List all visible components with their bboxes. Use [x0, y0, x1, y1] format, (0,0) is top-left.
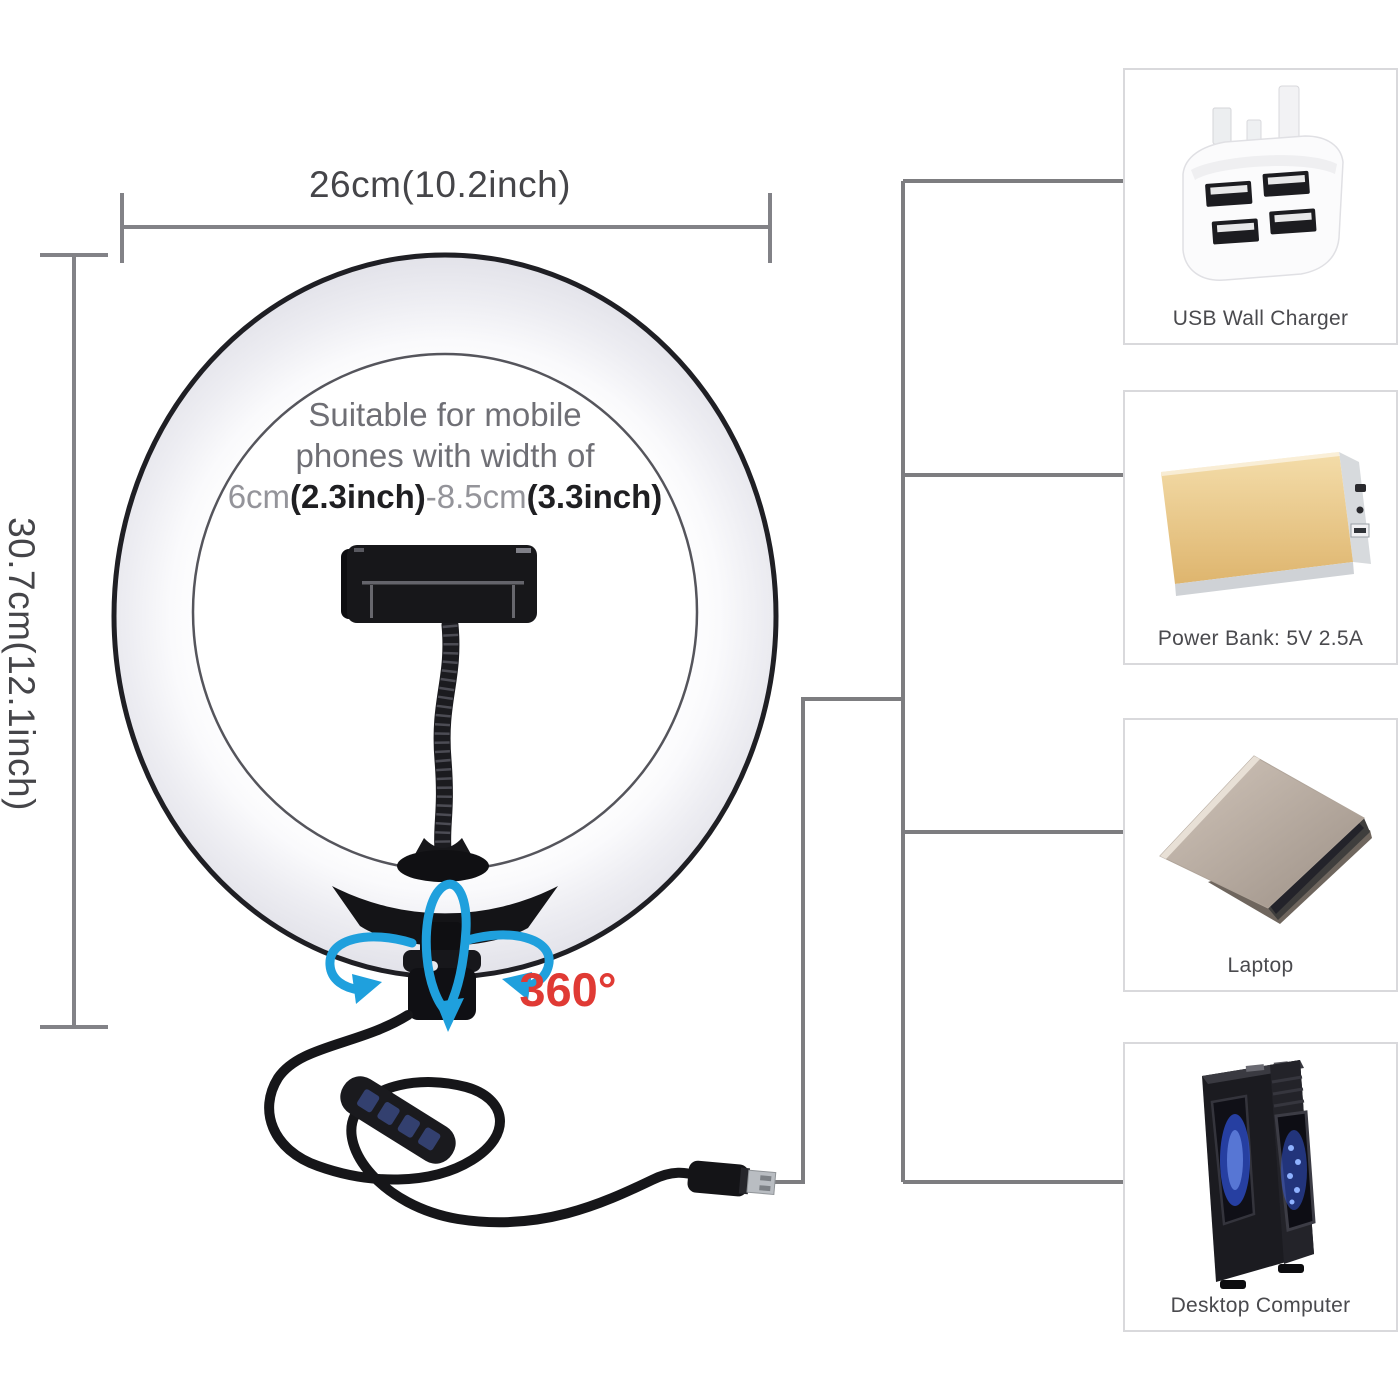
usb-ports [1204, 170, 1316, 245]
ring-caption-line3: 6cm(2.3inch)-8.5cm(3.3inch) [205, 476, 685, 517]
width-min-inch: (2.3inch) [290, 478, 426, 515]
height-dimension-line [40, 253, 108, 1029]
power-bank-image [1160, 452, 1371, 596]
device-label: Laptop [1227, 954, 1294, 977]
width-dimension-label: 26cm(10.2inch) [308, 164, 571, 205]
width-max-inch: (3.3inch) [526, 478, 663, 515]
rotation-arrows [325, 879, 554, 1032]
usb-wall-charger-image [1181, 85, 1344, 281]
device-card-laptop: Laptop [1123, 718, 1398, 992]
ring-caption: Suitable for mobile phones with width of… [205, 394, 685, 517]
ring-caption-line2: phones with width of [295, 437, 595, 474]
width-min: 6cm [227, 478, 291, 515]
phone-clamp [341, 545, 537, 623]
device-card-power-bank: Power Bank: 5V 2.5A [1123, 390, 1398, 665]
connection-lines [770, 179, 1123, 1184]
usb-connector-plug [687, 1160, 777, 1197]
device-label: Desktop Computer [1170, 1294, 1351, 1317]
width-dimension-line [120, 193, 772, 263]
device-label: USB Wall Charger [1172, 307, 1349, 330]
power-cable [264, 1010, 703, 1228]
ring-caption-line1: Suitable for mobile [308, 396, 582, 433]
laptop-image [1158, 755, 1372, 924]
desktop-computer-image [1201, 1060, 1316, 1289]
height-dimension-label: 30.7cm(12.1inch) [1, 517, 42, 811]
device-label: Power Bank: 5V 2.5A [1157, 627, 1364, 650]
device-card-desktop-computer: Desktop Computer [1123, 1042, 1398, 1332]
gooseneck [397, 616, 489, 882]
inline-switch [340, 1076, 456, 1164]
device-card-usb-wall-charger: USB Wall Charger [1123, 68, 1398, 345]
rotation-angle-label: 360° [519, 963, 617, 1016]
width-max: -8.5cm [425, 478, 527, 515]
